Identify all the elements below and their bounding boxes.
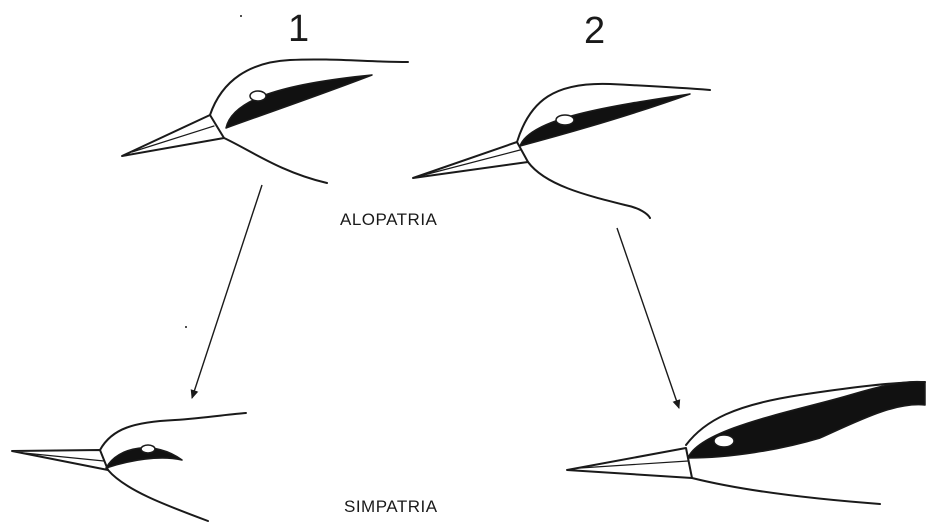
arrow-1-to-sympatry	[192, 185, 262, 398]
eye-icon	[141, 445, 155, 453]
eye-icon	[714, 435, 734, 447]
stray-mark	[185, 326, 187, 328]
allopatry-label: ALOPATRIA	[340, 210, 437, 230]
eye-icon	[250, 91, 266, 101]
bird-head-1-allopatry	[122, 59, 408, 183]
stray-mark	[240, 15, 242, 17]
species-2-label: 2	[584, 10, 605, 53]
bird-head-1-sympatry	[12, 413, 246, 521]
sympatry-label: SIMPATRIA	[344, 497, 438, 517]
bird-head-2-sympatry	[567, 382, 925, 504]
eye-icon	[556, 115, 574, 125]
species-1-label: 1	[288, 8, 309, 51]
arrow-2-to-sympatry	[617, 228, 679, 408]
bird-head-2-allopatry	[413, 84, 710, 218]
